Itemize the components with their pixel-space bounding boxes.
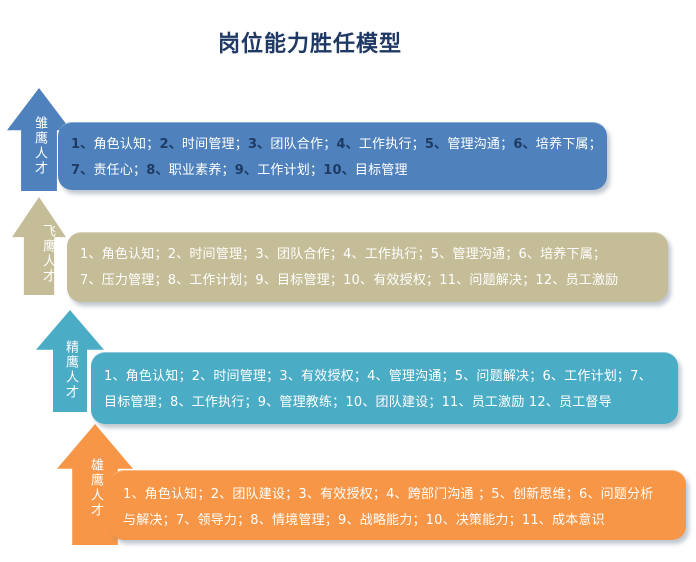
competency-box-level-1: 1、角色认知；2、时间管理；3、团队合作；4、工作执行；5、管理沟通；6、培养下…: [58, 122, 607, 190]
competency-box-level-4: 1、角色认知；2、团队建设；3、有效授权；4、跨部门沟通 ；5、创新思维；6、问…: [110, 470, 686, 540]
arrow-label-level-2: 飞鹰人才: [40, 224, 55, 284]
competency-box-level-3: 1、角色认知；2、时间管理；3、有效授权；4、管理沟通；5、问题解决；6、工作计…: [91, 352, 678, 424]
arrow-label-level-4: 雄鹰人才: [88, 458, 103, 518]
competency-line: 1、角色认知；2、时间管理；3、有效授权；4、管理沟通；5、问题解决；6、工作计…: [104, 369, 652, 384]
competency-line: 1、角色认知；2、时间管理；3、团队合作；4、工作执行；5、管理沟通；6、培养下…: [80, 247, 607, 262]
arrow-label-level-3: 精鹰人才: [63, 340, 78, 400]
competency-line: 7、压力管理；8、工作计划；9、目标管理；10、有效授权；11、问题解决；12、…: [80, 273, 619, 288]
competency-box-level-2: 1、角色认知；2、时间管理；3、团队合作；4、工作执行；5、管理沟通；6、培养下…: [67, 232, 668, 302]
competency-line: 1、角色认知；2、时间管理；3、团队合作；4、工作执行；5、管理沟通；6、培养下…: [71, 137, 602, 152]
up-arrow-level-2: [12, 197, 66, 295]
competency-line: 目标管理；8、工作执行；9、管理教练；10、团队建设；11、员工激励 12、员工…: [104, 395, 612, 410]
page-title: 岗位能力胜任模型: [217, 32, 402, 57]
competency-line: 与解决；7、领导力；8、情境管理；9、战略能力；10、决策能力；11、成本意识: [123, 513, 605, 528]
competency-line: 7、责任心；8、职业素养；9、工作计划；10、目标管理: [71, 163, 408, 178]
arrow-label-level-1: 雏鹰人才: [32, 116, 47, 176]
competency-line: 1、角色认知；2、团队建设；3、有效授权；4、跨部门沟通 ；5、创新思维；6、问…: [123, 487, 654, 502]
